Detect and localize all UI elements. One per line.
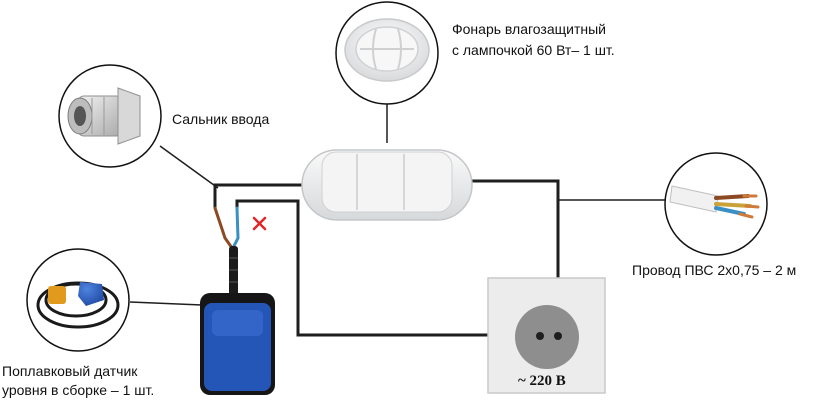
- socket-voltage-label: ~ 220 В: [518, 373, 566, 389]
- cable-label: Провод ПВС 2х0,75 – 2 м: [632, 262, 797, 278]
- sensor-callout: [26, 248, 130, 352]
- wire-lamp-to-sensor: [213, 183, 308, 208]
- line-sensor-callout: [129, 301, 203, 306]
- gland-label: Сальник ввода: [172, 111, 270, 127]
- cable-ends-icon: [669, 185, 760, 219]
- bulkhead-lamp-icon: [344, 18, 430, 82]
- gland-callout: [58, 64, 162, 168]
- lamp-junction-box: [301, 149, 473, 221]
- cable-callout: [664, 152, 768, 256]
- sensor-conductors: [213, 206, 240, 250]
- wires: [129, 103, 665, 337]
- line-gland-callout: [159, 145, 219, 189]
- sensor-label-line2: уровня в сборке – 1 шт.: [2, 382, 155, 398]
- sensor-cable: [229, 246, 238, 296]
- power-socket: [487, 277, 606, 394]
- float-sensor-box: [200, 293, 275, 395]
- cross-mark-icon: [252, 216, 267, 231]
- brown-conductor: [213, 206, 234, 250]
- lamp-callout: [335, 1, 439, 105]
- sensor-label-line1: Поплавковый датчик: [2, 363, 138, 379]
- cable-gland-icon: [67, 87, 141, 145]
- lamp-label-line2: с лампочкой 60 Вт– 1 шт.: [452, 42, 615, 58]
- float-switch-icon: [36, 281, 120, 329]
- lamp-label-line1: Фонарь влагозащитный: [452, 21, 606, 37]
- wire-sensor-to-socket: [235, 199, 540, 337]
- blue-conductor: [231, 206, 240, 250]
